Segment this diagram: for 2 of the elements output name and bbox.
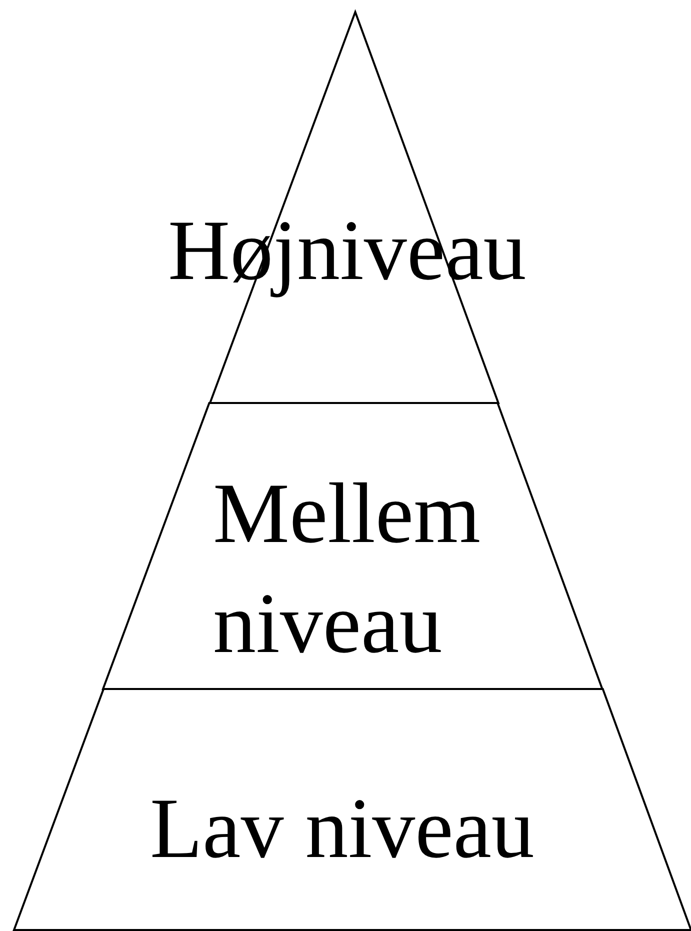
tier-label: Mellem niveau	[212, 464, 482, 673]
tier-label: Lav niveau	[150, 779, 536, 878]
